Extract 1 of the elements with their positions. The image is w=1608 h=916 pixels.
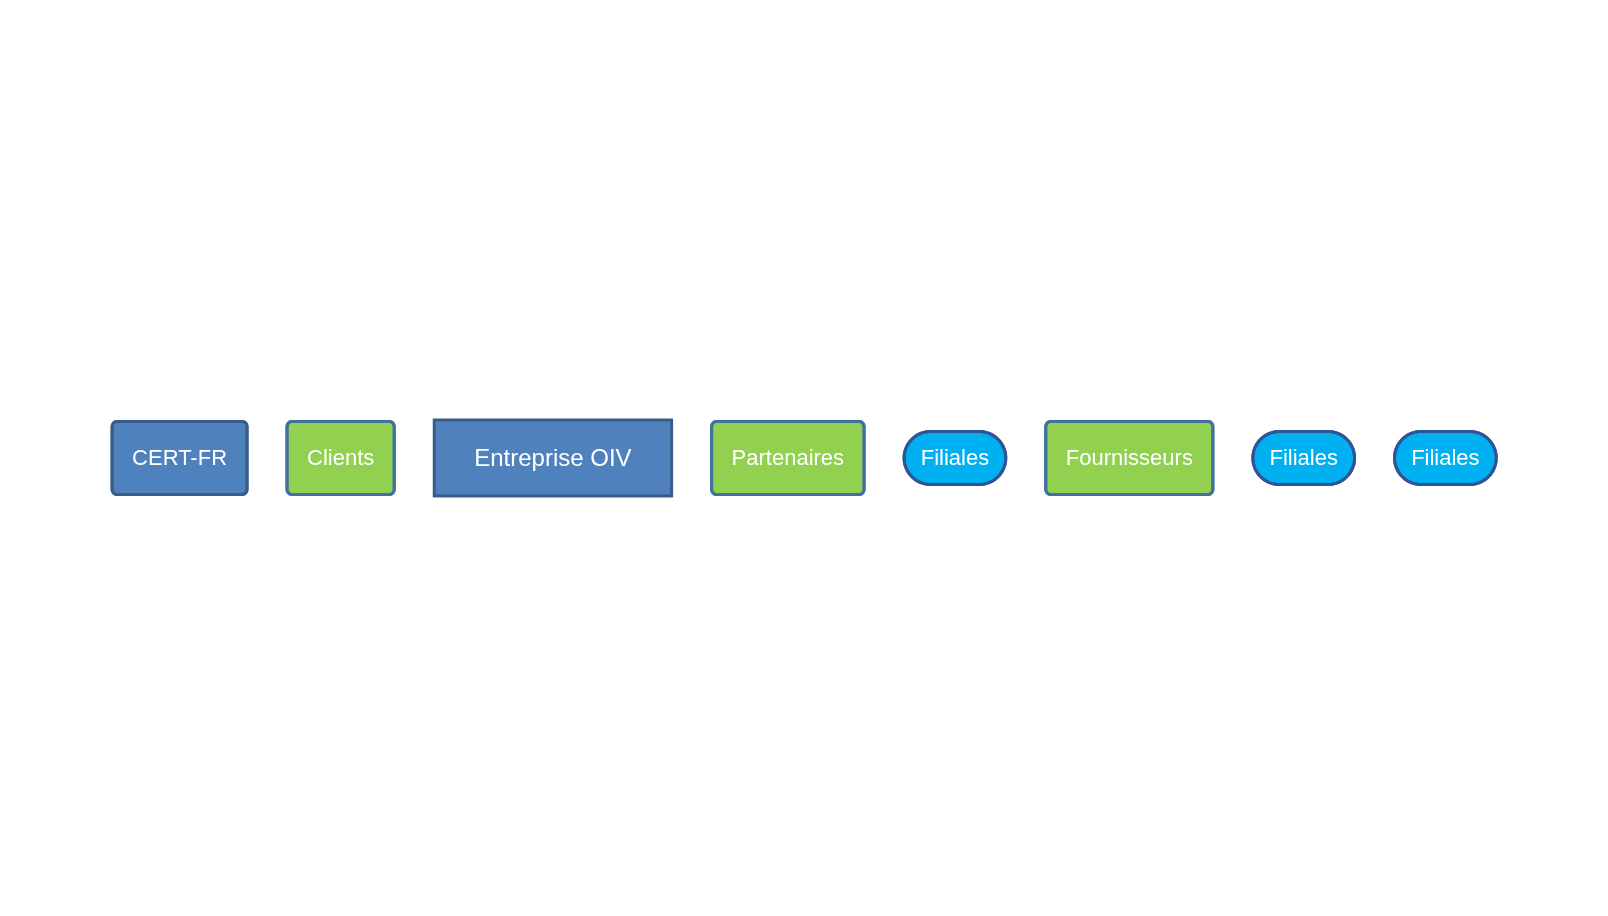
node-box: Entreprise OIV xyxy=(432,418,673,498)
